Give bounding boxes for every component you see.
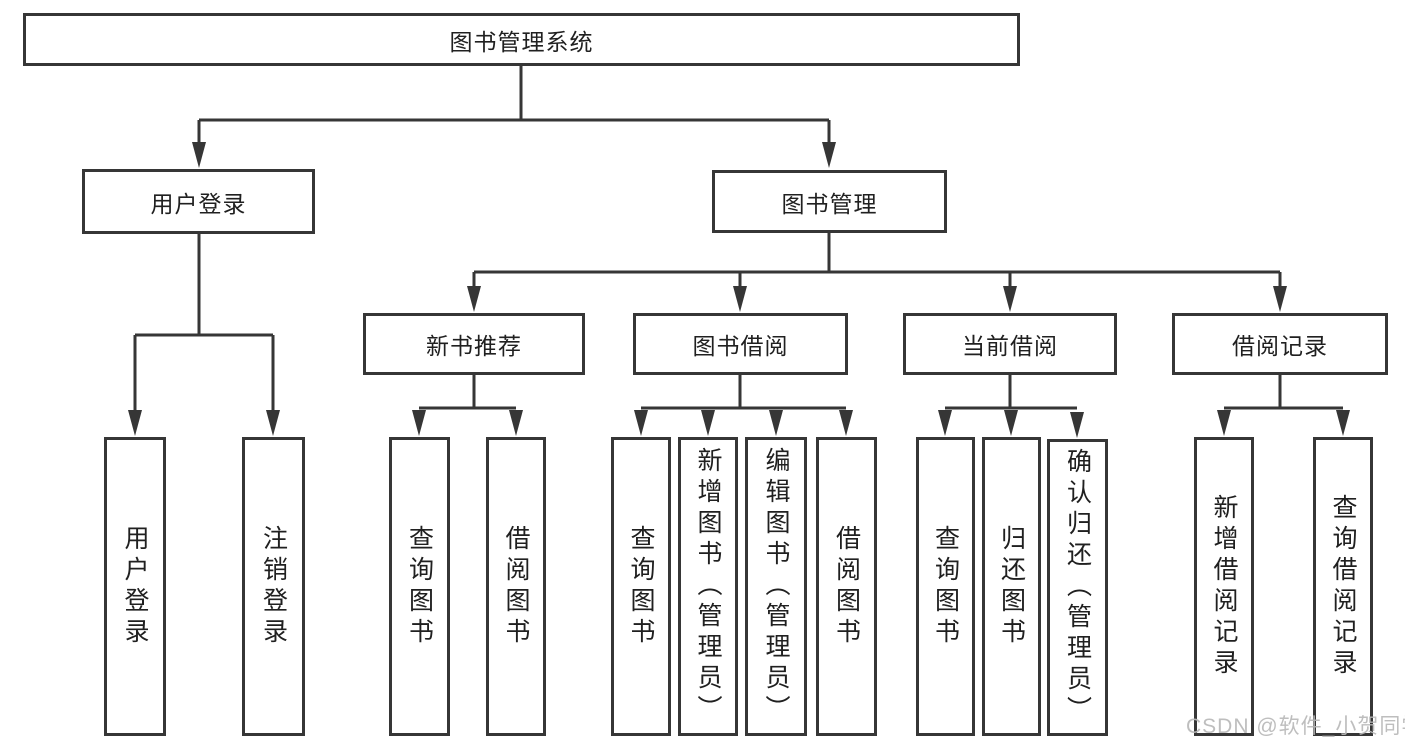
leaf-borrow-books: 借阅图书	[486, 437, 546, 736]
connector-mgmt-to-level3	[472, 233, 1282, 288]
node-book-borrow: 图书借阅	[633, 313, 848, 375]
leaf-label: 查询图书	[931, 524, 960, 649]
arrow-down-icon	[634, 410, 648, 436]
connector-record-to-leaves	[1224, 375, 1343, 410]
leaf-label: 查询图书	[627, 524, 655, 649]
arrow-down-icon	[1070, 412, 1084, 438]
node-book-management: 图书管理	[712, 170, 947, 233]
leaf-label: 借阅图书	[832, 524, 861, 649]
leaf-borrow-books: 借阅图书	[816, 437, 877, 736]
leaf-label: 新增借阅记录	[1210, 493, 1238, 680]
node-label: 借阅记录	[1232, 333, 1328, 359]
node-label: 图书借阅	[692, 333, 789, 359]
leaf-label: 用户登录	[121, 524, 149, 649]
leaf-add-borrow-record: 新增借阅记录	[1194, 437, 1254, 736]
connector-root-to-level2	[197, 66, 831, 146]
arrow-down-icon	[1336, 410, 1350, 436]
leaf-label: 归还图书	[997, 524, 1026, 649]
leaf-query-books: 查询图书	[916, 437, 975, 736]
leaf-query-books: 查询图书	[389, 437, 450, 736]
leaf-label: 查询图书	[405, 524, 434, 649]
arrow-down-icon	[701, 410, 715, 436]
node-label: 用户登录	[150, 190, 247, 217]
node-label: 图书管理	[781, 190, 878, 217]
leaf-confirm-return-admin: 确认归还（管理员）	[1047, 439, 1108, 736]
leaf-label: 编辑图书（管理员）	[762, 447, 790, 726]
leaf-add-books-admin: 新增图书（管理员）	[678, 437, 738, 736]
leaf-query-borrow-record: 查询借阅记录	[1313, 437, 1373, 736]
arrow-down-icon	[822, 142, 836, 168]
arrow-down-icon	[412, 410, 426, 436]
arrow-down-icon	[839, 410, 853, 436]
arrow-down-icon	[938, 410, 952, 436]
leaf-logout: 注销登录	[242, 437, 305, 736]
node-borrow-records: 借阅记录	[1172, 313, 1388, 375]
arrow-down-icon	[733, 286, 747, 312]
connector-login-to-leaves	[133, 234, 275, 412]
leaf-label: 借阅图书	[502, 524, 530, 649]
node-new-book-recommend: 新书推荐	[363, 313, 585, 375]
connector-newbook-to-leaves	[419, 375, 516, 410]
leaf-user-login: 用户登录	[104, 437, 166, 736]
arrow-down-icon	[266, 410, 280, 436]
node-current-borrow: 当前借阅	[903, 313, 1117, 375]
arrow-down-icon	[1273, 286, 1287, 312]
arrow-down-icon	[1217, 410, 1231, 436]
leaf-query-books: 查询图书	[611, 437, 671, 736]
node-label: 图书管理系统	[449, 28, 594, 55]
csdn-watermark: CSDN @软件_小贺同学	[1186, 715, 1405, 738]
arrowheads	[128, 142, 1350, 438]
connector-borrow-to-leaves	[641, 375, 846, 410]
arrow-down-icon	[467, 286, 481, 312]
leaf-label: 查询借阅记录	[1329, 493, 1357, 680]
leaf-label: 新增图书（管理员）	[694, 447, 722, 726]
leaf-return-books: 归还图书	[982, 437, 1041, 736]
leaf-edit-books-admin: 编辑图书（管理员）	[745, 437, 807, 736]
node-label: 新书推荐	[426, 333, 522, 359]
node-label: 当前借阅	[962, 333, 1058, 359]
arrow-down-icon	[509, 410, 523, 436]
node-system-title: 图书管理系统	[23, 13, 1020, 66]
arrow-down-icon	[1003, 286, 1017, 312]
arrow-down-icon	[1004, 410, 1018, 436]
leaf-label: 注销登录	[259, 524, 288, 649]
arrow-down-icon	[128, 410, 142, 436]
arrow-down-icon	[769, 410, 783, 436]
leaf-label: 确认归还（管理员）	[1063, 448, 1092, 727]
node-user-login: 用户登录	[82, 169, 315, 234]
connector-current-to-leaves	[945, 375, 1077, 410]
arrow-down-icon	[192, 142, 206, 168]
